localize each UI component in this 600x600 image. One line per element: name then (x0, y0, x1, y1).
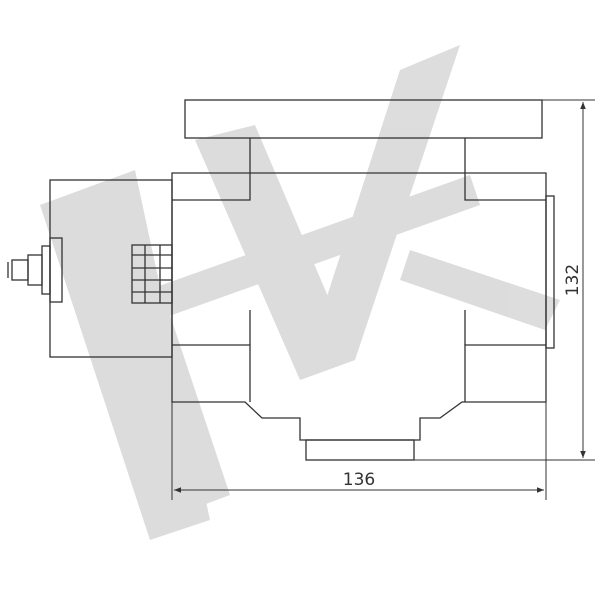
watermark-stroke-left (40, 170, 210, 540)
push-in-fitting (7, 237, 63, 303)
right-side-plate (545, 195, 555, 349)
right-flange-lower (464, 344, 546, 402)
connector-knob (131, 244, 173, 304)
watermark-v-right (300, 45, 460, 380)
top-plate (184, 99, 543, 139)
watermark-v-left (195, 125, 355, 380)
left-flange-upper (172, 138, 251, 201)
right-flange-upper (464, 138, 546, 201)
width-dimension-label: 136 (343, 470, 375, 490)
height-dimension-label: 132 (563, 264, 583, 296)
watermark-logo (40, 45, 560, 540)
bottom-boss (305, 439, 415, 461)
watermark-tail (400, 250, 560, 330)
